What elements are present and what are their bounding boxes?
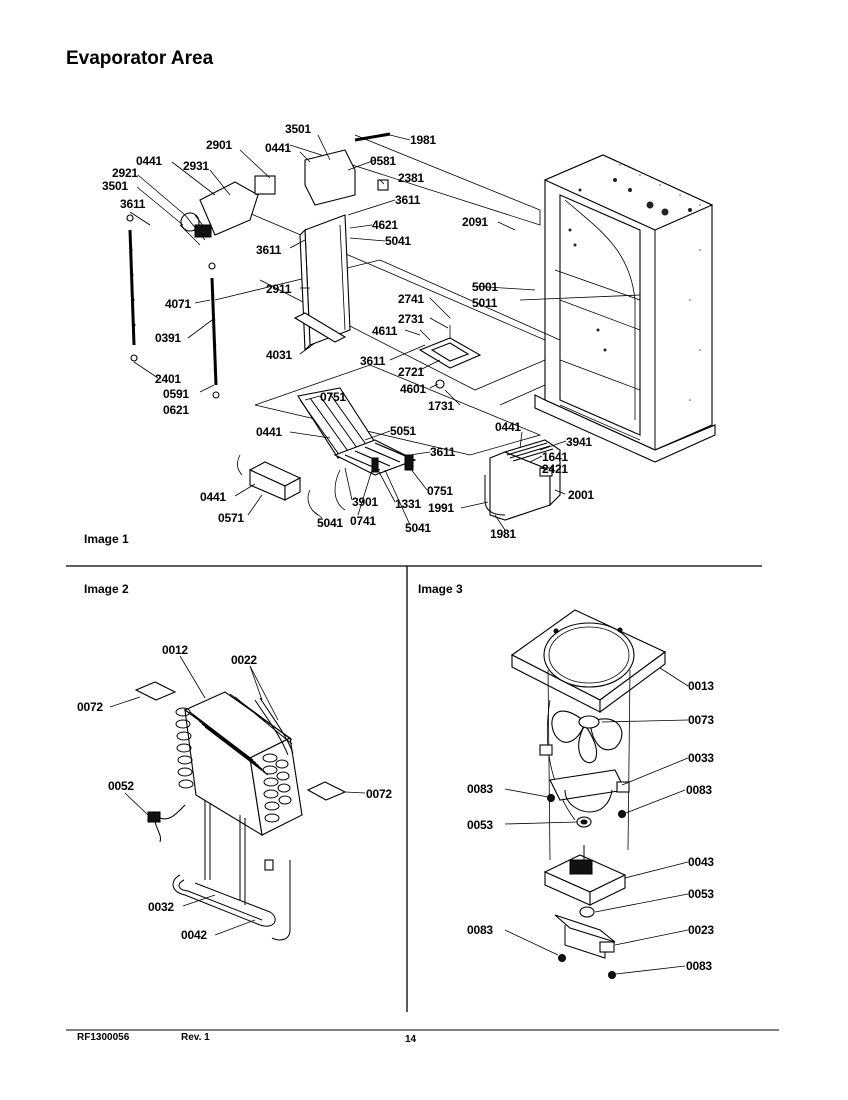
part-label: 0751 [427, 484, 453, 498]
part-label: 4621 [372, 218, 398, 232]
part-label: 5051 [390, 424, 416, 438]
image3-fan-assembly [510, 609, 667, 979]
part-label: 1731 [428, 399, 454, 413]
part-label: 4611 [372, 324, 398, 338]
image1-parts [126, 132, 561, 521]
part-label: 2421 [542, 462, 568, 476]
panel-caption-image2: Image 2 [84, 582, 129, 596]
part-label: 4601 [400, 382, 426, 396]
footer-page-number: 14 [405, 1034, 417, 1045]
part-label: 2091 [462, 215, 488, 229]
part-label: 0043 [688, 855, 714, 869]
image2-evaporator-coil [134, 681, 347, 941]
part-label: 0053 [467, 818, 493, 832]
part-label: 0581 [370, 154, 396, 168]
part-label: 3611 [120, 197, 146, 211]
cabinet-drawing [534, 154, 716, 463]
part-label: 0741 [350, 514, 376, 528]
part-label: 2381 [398, 171, 424, 185]
part-label: 5041 [317, 516, 343, 530]
part-label: 0391 [155, 331, 181, 345]
part-label: 3611 [256, 243, 282, 257]
part-label: 3941 [566, 435, 592, 449]
image1-leaders [133, 134, 567, 531]
part-label: 5041 [405, 521, 431, 535]
part-label: 0053 [688, 887, 714, 901]
panel-caption-image3: Image 3 [418, 582, 463, 596]
part-label: 5011 [472, 296, 498, 310]
panel-caption-image1: Image 1 [84, 532, 129, 546]
part-label: 0083 [686, 783, 712, 797]
part-label: 1331 [395, 497, 421, 511]
part-label: 0083 [467, 782, 493, 796]
part-label: 0013 [688, 679, 714, 693]
part-label: 2721 [398, 365, 424, 379]
part-label: 0751 [320, 390, 346, 404]
part-label: 3611 [395, 193, 421, 207]
part-label: 0571 [218, 511, 244, 525]
part-label: 0073 [688, 713, 714, 727]
part-label: 2741 [398, 292, 424, 306]
part-label: 2401 [155, 372, 181, 386]
part-label: 2901 [206, 138, 232, 152]
part-label: 2921 [112, 166, 138, 180]
part-label: 0072 [366, 787, 392, 801]
part-label: 0042 [181, 928, 207, 942]
part-label: 5041 [385, 234, 411, 248]
image3-leaders [504, 667, 689, 975]
part-label: 0441 [200, 490, 226, 504]
part-label: 1981 [490, 527, 516, 541]
part-label: 2931 [183, 159, 209, 173]
part-label: 3611 [430, 445, 456, 459]
part-label: 3901 [352, 495, 378, 509]
part-label: 3501 [285, 122, 311, 136]
part-label: 0012 [162, 643, 188, 657]
part-label: 5001 [472, 280, 498, 294]
part-label: 0441 [256, 425, 282, 439]
part-label: 0083 [686, 959, 712, 973]
part-label: 0621 [163, 403, 189, 417]
part-label: 0441 [495, 420, 521, 434]
part-label: 0033 [688, 751, 714, 765]
part-label: 3611 [360, 354, 386, 368]
assembly-outline [214, 134, 641, 456]
part-label: 1991 [428, 501, 454, 515]
part-label: 0072 [77, 700, 103, 714]
part-label: 3501 [102, 179, 128, 193]
part-label: 1641 [542, 450, 568, 464]
part-label: 1981 [410, 133, 436, 147]
image2-leaders [109, 655, 366, 936]
part-label: 2731 [398, 312, 424, 326]
part-label: 0052 [108, 779, 134, 793]
part-label: 0441 [265, 141, 291, 155]
part-label: 0023 [688, 923, 714, 937]
part-label: 0441 [136, 154, 162, 168]
part-label: 0083 [467, 923, 493, 937]
part-label: 0032 [148, 900, 174, 914]
part-label: 0022 [231, 653, 257, 667]
part-label: 4031 [266, 348, 292, 362]
part-label: 0591 [163, 387, 189, 401]
footer-doc-number: RF1300056 [77, 1032, 130, 1043]
page-title: Evaporator Area [66, 48, 214, 69]
footer-revision: Rev. 1 [181, 1032, 210, 1043]
part-label: 4071 [165, 297, 191, 311]
part-label: 2001 [568, 488, 594, 502]
part-label: 2911 [266, 282, 292, 296]
